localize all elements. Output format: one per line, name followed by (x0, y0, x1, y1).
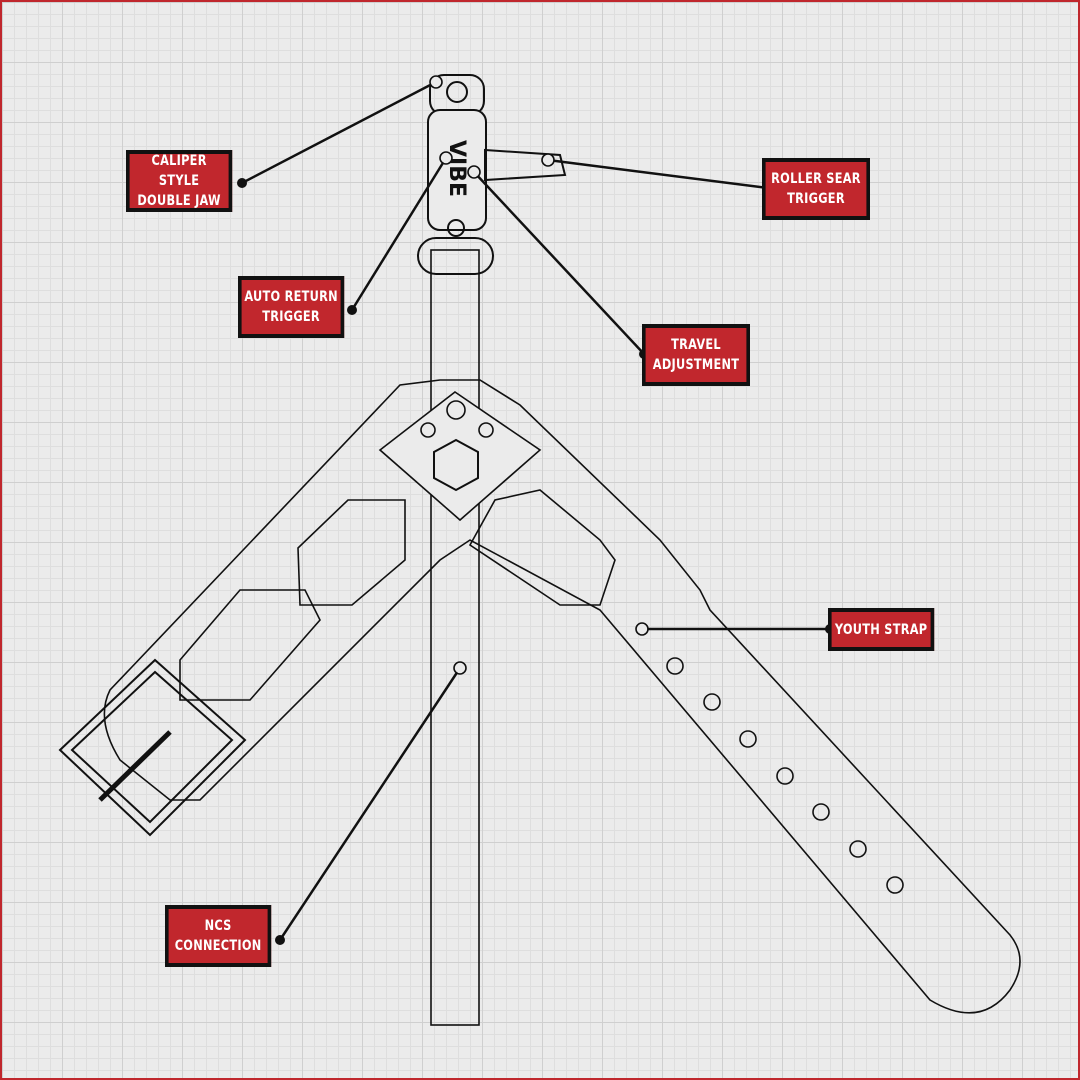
label-line: ADJUSTMENT (652, 357, 740, 373)
vibe-logo: VIBE (444, 140, 469, 197)
youth-strap-outline (103, 379, 1021, 1014)
label-line: CALIPER STYLE (151, 153, 207, 189)
strap-slot (179, 589, 321, 701)
strap-slot (468, 489, 616, 606)
strap-slot (297, 499, 406, 606)
buckle (58, 658, 247, 837)
label-line: DOUBLE JAW (137, 193, 221, 209)
label-roller-sear-trigger: ROLLER SEAR TRIGGER (762, 158, 870, 220)
release-head: VIBE (417, 74, 567, 275)
leader-lines (241, 80, 830, 941)
label-line: AUTO RETURN (244, 289, 338, 305)
label-line: CONNECTION (174, 938, 262, 954)
label-auto-return-trigger: AUTO RETURN TRIGGER (238, 276, 345, 338)
label-line: TRAVEL (671, 337, 721, 353)
label-line: NCS (204, 918, 232, 934)
label-line: ROLLER SEAR (771, 171, 861, 187)
label-line: TRIGGER (262, 309, 320, 325)
label-caliper-style-double-jaw: CALIPER STYLE DOUBLE JAW (126, 150, 233, 212)
label-travel-adjustment: TRAVEL ADJUSTMENT (642, 324, 750, 386)
label-ncs-connection: NCS CONNECTION (165, 905, 272, 967)
ncs-connection-bar (430, 249, 480, 1026)
label-youth-strap: YOUTH STRAP (828, 608, 935, 651)
label-line: YOUTH STRAP (834, 621, 928, 638)
mount-plate (378, 391, 542, 522)
label-line: TRIGGER (787, 191, 845, 207)
hex-logo-icon (433, 438, 479, 492)
strap-holes (666, 657, 904, 894)
roller-sear-trigger (484, 148, 567, 182)
